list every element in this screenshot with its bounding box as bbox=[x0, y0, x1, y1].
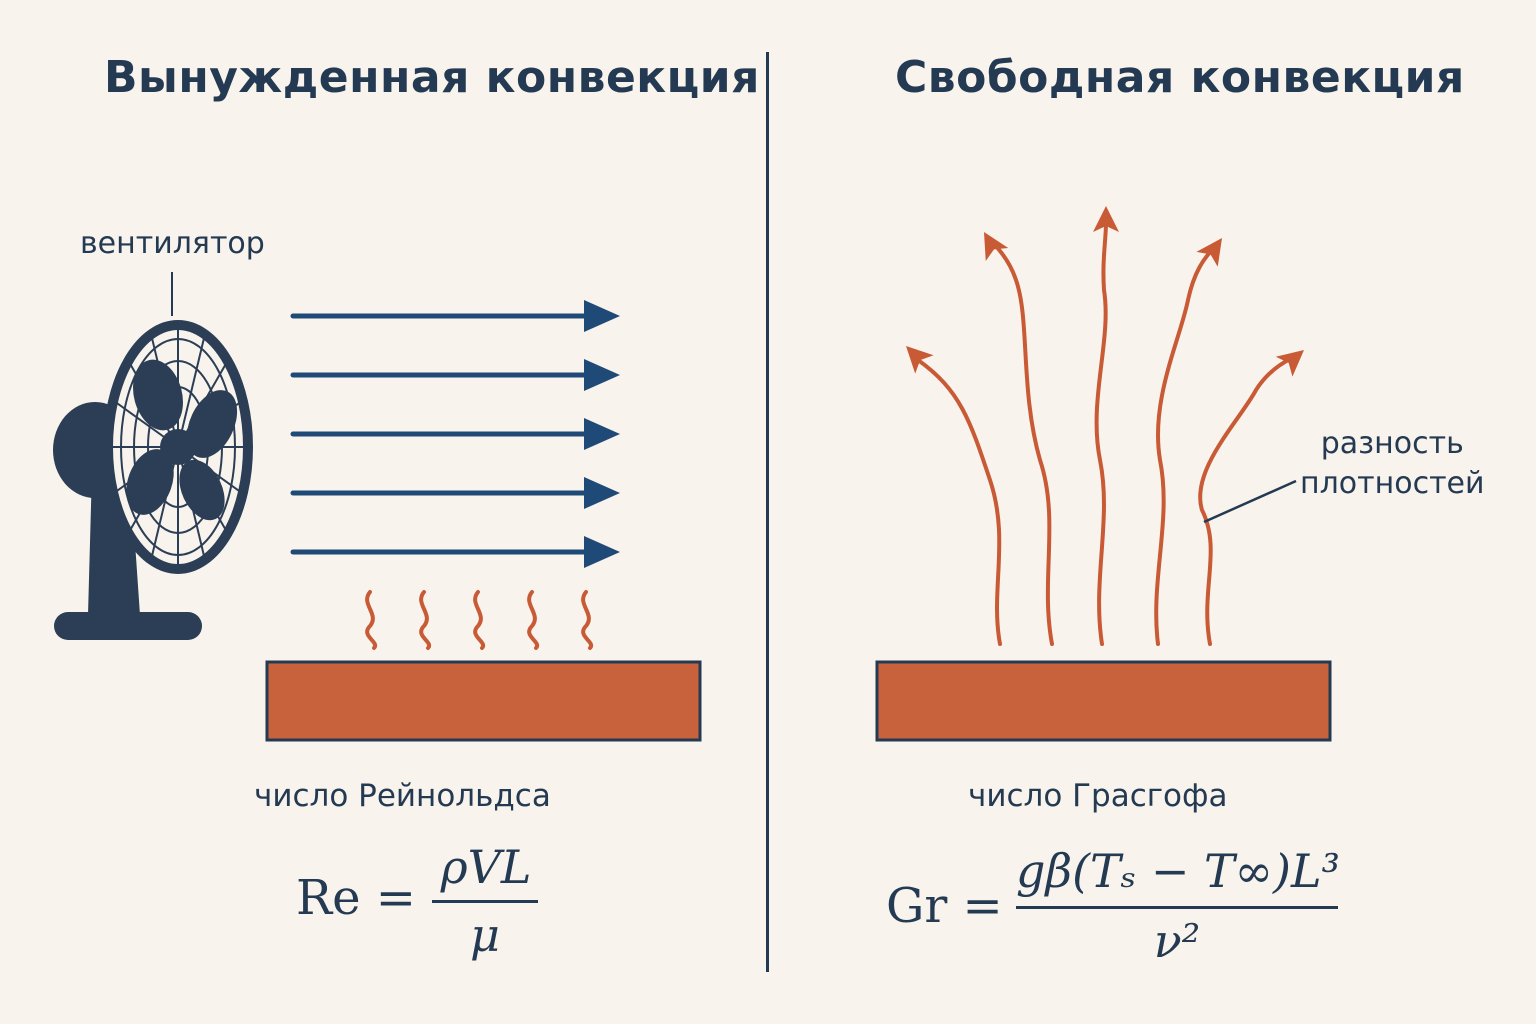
airflow-arrow-head bbox=[584, 536, 620, 568]
grashof-formula-lhs: Gr = bbox=[886, 878, 1003, 934]
free-convection-title: Свободная конвекция bbox=[895, 52, 1465, 103]
forced-heated-plate bbox=[265, 660, 702, 742]
plume-arrow-head bbox=[1275, 350, 1304, 377]
plume-arrow-head bbox=[1196, 238, 1222, 267]
plume-arrow-shaft bbox=[990, 240, 1054, 646]
plume-arrows bbox=[906, 206, 1304, 646]
free-heated-plate bbox=[875, 660, 1332, 742]
heat-wave bbox=[365, 590, 378, 650]
grashof-formula-numerator: gβ(Tₛ − T∞)L³ bbox=[1016, 844, 1340, 898]
reynolds-formula-numerator: ρVL bbox=[440, 840, 532, 894]
airflow-arrow bbox=[290, 536, 620, 568]
forced-convection-title: Вынужденная конвекция bbox=[104, 52, 760, 103]
plume-arrow bbox=[906, 346, 1002, 646]
plume-arrow-shaft bbox=[916, 358, 1002, 646]
plume-arrow bbox=[1154, 238, 1222, 646]
airflow-arrow-head bbox=[584, 359, 620, 391]
airflow-arrow bbox=[290, 477, 620, 509]
panel-divider bbox=[766, 52, 769, 972]
plume-arrow bbox=[1198, 350, 1304, 646]
airflow-arrow-head bbox=[584, 418, 620, 450]
plume-arrow-head bbox=[1093, 206, 1119, 232]
fan-icon bbox=[53, 320, 253, 640]
grashof-fraction-bar bbox=[1016, 906, 1338, 909]
reynolds-formula-lhs: Re = bbox=[296, 870, 417, 926]
reynolds-number-label: число Рейнольдса bbox=[254, 778, 551, 814]
density-label-line2: плотностей bbox=[1300, 466, 1485, 501]
plume-arrow-shaft bbox=[1154, 246, 1216, 646]
fan-guard-spoke bbox=[177, 337, 205, 448]
heat-wave bbox=[581, 590, 594, 650]
grashof-formula-denominator: ν² bbox=[1153, 914, 1201, 968]
plume-arrow bbox=[1093, 206, 1119, 646]
fan-label: вентилятор bbox=[80, 226, 265, 261]
airflow-arrow bbox=[290, 418, 620, 450]
fan-guard-spoke bbox=[151, 446, 179, 557]
airflow-arrows bbox=[290, 300, 620, 568]
reynolds-formula-denominator: μ bbox=[470, 908, 500, 962]
airflow-arrow-head bbox=[584, 477, 620, 509]
heat-wave bbox=[473, 590, 486, 650]
density-label-leader bbox=[1203, 479, 1297, 524]
airflow-arrow bbox=[290, 359, 620, 391]
plume-arrow-head bbox=[906, 346, 934, 374]
plume-arrow bbox=[983, 232, 1054, 646]
grashof-number-label: число Грасгофа bbox=[968, 778, 1228, 814]
heat-waves bbox=[365, 590, 594, 650]
heat-wave bbox=[419, 590, 432, 650]
reynolds-fraction-bar bbox=[432, 900, 538, 903]
airflow-arrow bbox=[290, 300, 620, 332]
plume-arrow-shaft bbox=[1094, 220, 1108, 646]
heat-wave bbox=[527, 590, 540, 650]
plume-arrow-head bbox=[983, 232, 1009, 262]
plume-arrow-shaft bbox=[1198, 356, 1294, 646]
airflow-arrow-head bbox=[584, 300, 620, 332]
density-label-line1: разность bbox=[1320, 426, 1464, 461]
density-difference-label: разность плотностей bbox=[1300, 424, 1485, 504]
